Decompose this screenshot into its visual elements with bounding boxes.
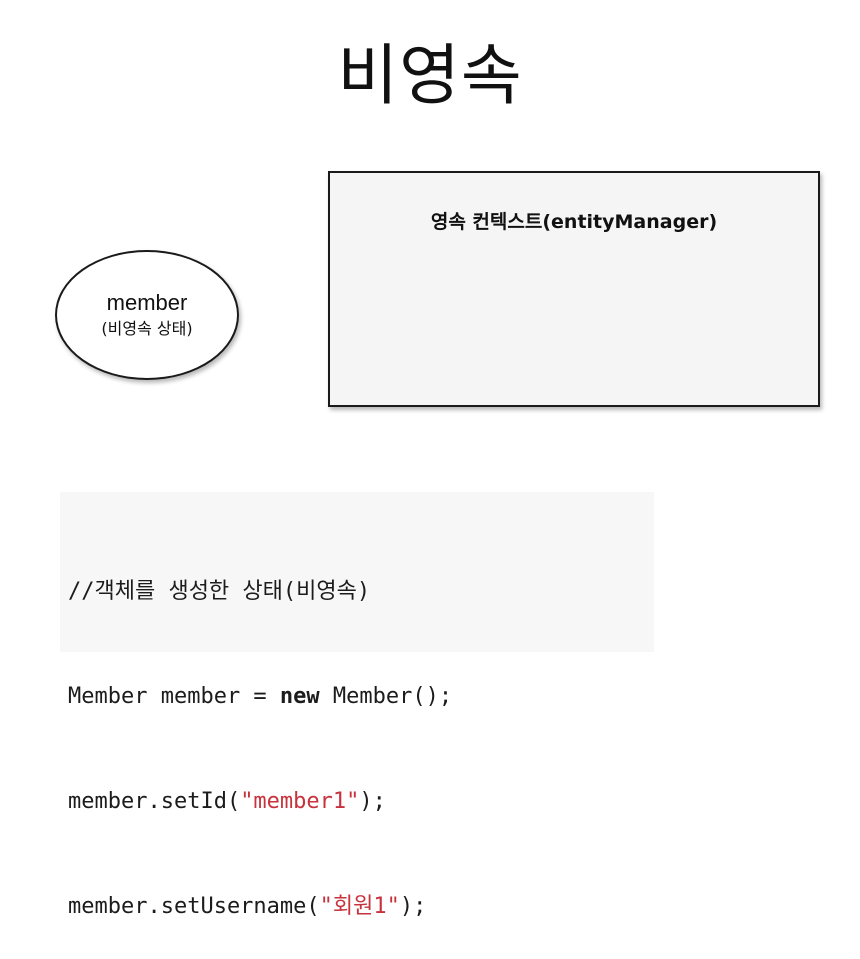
code-text: member.setUsername(: [68, 894, 320, 919]
code-string-literal: "회원1": [319, 894, 400, 919]
code-text: Member member =: [68, 684, 280, 709]
slide-title: 비영속: [337, 37, 523, 114]
code-line-comment: //객체를 생성한 상태(비영속): [68, 574, 654, 609]
member-node-name: member: [106, 290, 188, 315]
member-node-state: (비영속 상태): [101, 319, 193, 338]
code-line-set-username: member.setUsername("회원1");: [68, 889, 654, 924]
persistence-context-box: 영속 컨텍스트(entityManager): [328, 171, 820, 407]
member-entity-node: member (비영속 상태): [55, 250, 239, 380]
code-keyword-new: new: [279, 684, 320, 709]
code-line-set-id: member.setId("member1");: [68, 784, 654, 819]
code-text: member.setId(: [68, 789, 241, 814]
code-text: Member();: [319, 684, 453, 709]
code-text: );: [359, 789, 386, 814]
code-text: );: [399, 894, 427, 919]
code-comment: //객체를 생성한 상태(비영속): [68, 579, 371, 604]
persistence-context-label: 영속 컨텍스트(entityManager): [430, 211, 718, 233]
code-string-literal: "member1": [240, 789, 360, 814]
code-block: //객체를 생성한 상태(비영속) Member member = new Me…: [60, 492, 654, 919]
code-line-new-member: Member member = new Member();: [68, 679, 654, 714]
